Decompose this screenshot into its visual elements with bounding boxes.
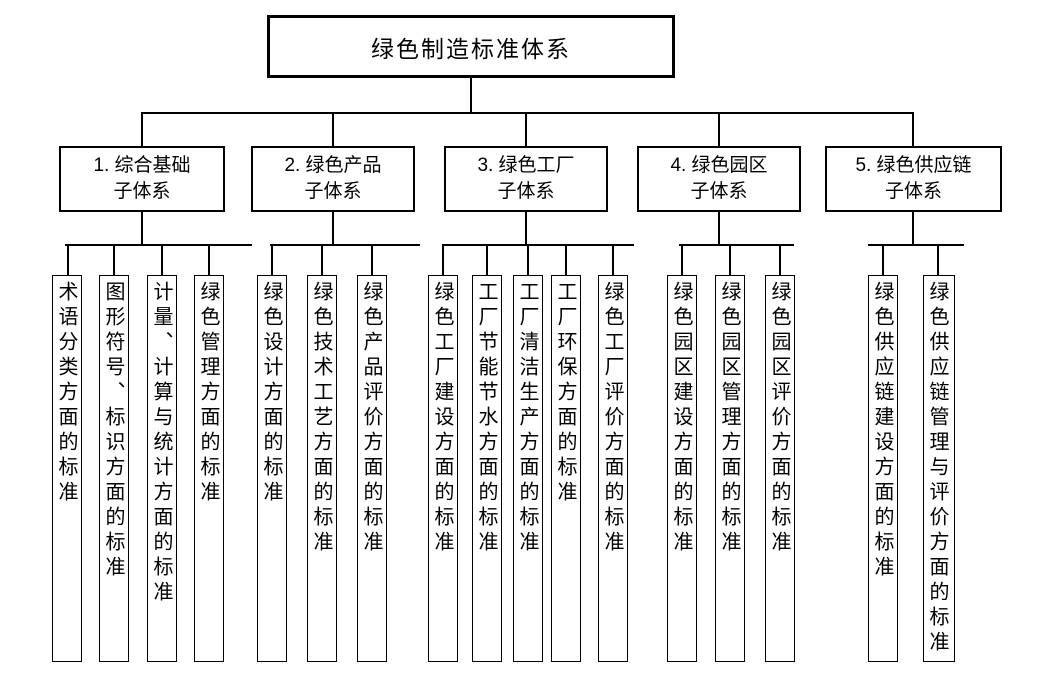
connector-drop-sub-3 [525,112,527,146]
subsystem-node-1: 1. 综合基础 子体系 [59,146,225,212]
connector-leaf-drop-3-5 [612,244,614,275]
leaf-node-green-factory-construction: 绿色工厂建设方面的标准 [428,275,458,662]
connector-bus-group-5 [868,244,964,246]
connector-leaf-drop-3-1 [442,244,444,275]
connector-leaf-drop-2-1 [271,244,273,275]
connector-subout-1 [141,212,143,244]
connector-subout-2 [332,212,334,244]
connector-leaf-drop-3-3 [527,244,529,275]
leaf-node-green-park-management: 绿色园区管理方面的标准 [715,275,745,662]
leaf-node-green-product-evaluation: 绿色产品评价方面的标准 [357,275,387,662]
connector-bus-group-4 [679,244,794,246]
connector-top-bus [141,112,913,114]
leaf-node-green-park-evaluation: 绿色园区评价方面的标准 [765,275,795,662]
leaf-node-green-supply-chain-management-evaluation: 绿色供应链管理与评价方面的标准 [923,275,955,662]
connector-leaf-drop-1-2 [113,244,115,275]
connector-drop-sub-4 [718,112,720,146]
connector-leaf-drop-3-2 [486,244,488,275]
connector-bus-group-2 [270,244,420,246]
leaf-node-metrology-statistics: 计量、计算与统计方面的标准 [147,275,177,662]
connector-subout-3 [525,212,527,244]
leaf-node-graphic-symbols-marking: 图形符号、标识方面的标准 [99,275,129,662]
leaf-node-factory-environmental-protection: 工厂环保方面的标准 [551,275,581,662]
root-node: 绿色制造标准体系 [267,15,675,78]
subsystem-node-2: 2. 绿色产品 子体系 [251,146,415,212]
connector-subout-5 [912,212,914,244]
subsystem-node-4: 4. 绿色园区 子体系 [637,146,801,212]
connector-leaf-drop-4-3 [779,244,781,275]
leaf-node-green-design: 绿色设计方面的标准 [257,275,287,662]
connector-leaf-drop-2-3 [371,244,373,275]
connector-drop-sub-1 [141,112,143,146]
leaf-node-green-supply-chain-construction: 绿色供应链建设方面的标准 [868,275,898,662]
connector-subout-4 [718,212,720,244]
connector-bus-group-1 [65,244,252,246]
leaf-node-green-technology-process: 绿色技术工艺方面的标准 [307,275,337,662]
leaf-node-terms-classification: 术语分类方面的标准 [52,275,82,662]
connector-leaf-drop-5-1 [882,244,884,275]
connector-leaf-drop-3-4 [565,244,567,275]
leaf-node-factory-clean-production: 工厂清洁生产方面的标准 [513,275,543,662]
connector-leaf-drop-1-1 [67,244,69,275]
leaf-node-factory-energy-water-saving: 工厂节能节水方面的标准 [472,275,502,662]
connector-leaf-drop-1-3 [161,244,163,275]
connector-bus-group-3 [443,244,634,246]
leaf-node-green-park-construction: 绿色园区建设方面的标准 [667,275,697,662]
leaf-node-green-factory-evaluation: 绿色工厂评价方面的标准 [598,275,628,662]
leaf-node-green-management: 绿色管理方面的标准 [194,275,224,662]
connector-leaf-drop-2-2 [321,244,323,275]
connector-leaf-drop-1-4 [208,244,210,275]
connector-leaf-drop-5-2 [937,244,939,275]
connector-leaf-drop-4-2 [729,244,731,275]
subsystem-node-5: 5. 绿色供应链 子体系 [825,146,1002,212]
connector-leaf-drop-4-1 [681,244,683,275]
subsystem-node-3: 3. 绿色工厂 子体系 [444,146,608,212]
connector-drop-sub-2 [332,112,334,146]
connector-root-drop [470,78,472,113]
connector-drop-sub-5 [912,112,914,146]
